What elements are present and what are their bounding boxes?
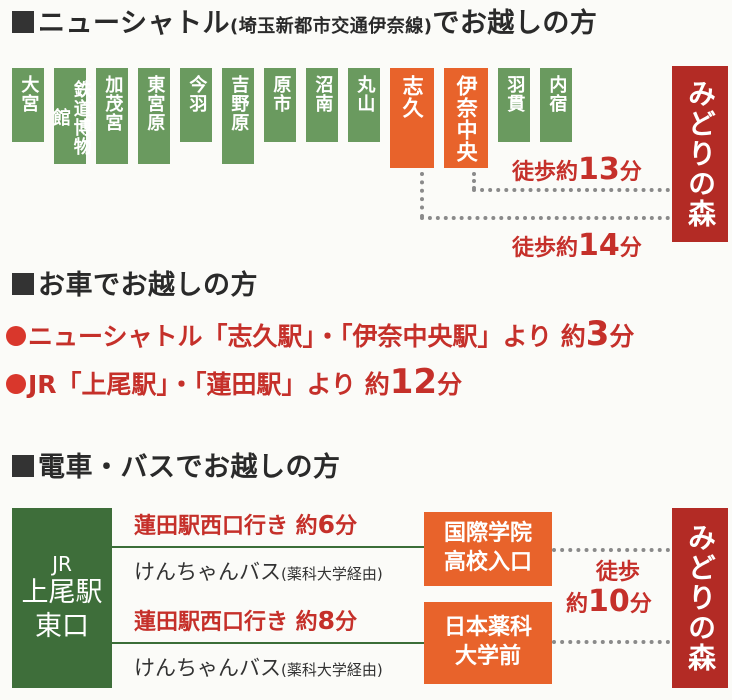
train-bus-heading: 電車・バスでお越しの方 xyxy=(12,454,341,481)
heading-square-icon xyxy=(12,455,34,477)
heading-square-icon xyxy=(12,11,34,33)
car-line-jr: JR「上尾駅」・「蓮田駅」より 約12分 xyxy=(6,362,462,402)
car-line-shuttle: ニューシャトル「志久駅」・「伊奈中央駅」より 約3分 xyxy=(6,314,634,354)
station-1: 大宮 xyxy=(12,68,44,142)
shuttle-heading-suffix: でお越しの方 xyxy=(432,8,598,39)
route-2-text: 蓮田駅西口行き 約 xyxy=(134,610,318,635)
car-heading: お車でお越しの方 xyxy=(12,272,258,299)
car-line-1-text: ニューシャトル「志久駅」・「伊奈中央駅」より 約 xyxy=(28,322,586,351)
red-bullet-icon xyxy=(6,374,26,394)
jr-station-name: 上尾駅 xyxy=(21,577,103,609)
walk-10-prefix: 約 xyxy=(566,592,589,618)
stop-1-line-2: 高校入口 xyxy=(443,550,532,575)
red-bullet-icon xyxy=(6,326,26,346)
walk-13-unit: 分 xyxy=(619,160,642,185)
dotted-line-stop-2 xyxy=(552,640,670,644)
stop-2-line-2: 大学前 xyxy=(454,644,521,669)
walk-10-line1: 徒歩 xyxy=(595,560,640,585)
route-1-bus-name: けんちゃんバス xyxy=(134,560,281,584)
dotted-connector-inachuo xyxy=(472,172,476,190)
bus-stop-kokusai-gakuin: 国際学院 高校入口 xyxy=(424,512,552,586)
car-line-2-unit: 分 xyxy=(437,370,463,399)
route-2-bus: けんちゃんバス(薬科大学経由) xyxy=(134,652,383,682)
station-7: 原市 xyxy=(264,68,296,142)
destination-box-bottom: みどりの森 xyxy=(672,508,728,688)
walk-14-num: 14 xyxy=(578,228,620,263)
route-1-text: 蓮田駅西口行き 約 xyxy=(134,514,318,539)
route-2-label: 蓮田駅西口行き 約8分 xyxy=(134,604,357,636)
station-5: 今羽 xyxy=(180,68,212,142)
station-13: 内宿 xyxy=(540,68,572,142)
walk-14-prefix: 徒歩約 xyxy=(512,236,579,261)
shuttle-heading: ニューシャトル(埼玉新都市交通伊奈線)でお越しの方 xyxy=(12,10,597,37)
station-2: 鉄道博物館 xyxy=(50,68,92,164)
train-bus-heading-title: 電車・バスでお越しの方 xyxy=(38,452,341,483)
station-9: 丸山 xyxy=(348,68,380,142)
route-1-line xyxy=(112,546,424,548)
walk-time-14: 徒歩約14分 xyxy=(512,228,642,263)
station-8: 沼南 xyxy=(306,68,338,142)
walk-13-prefix: 徒歩約 xyxy=(512,160,579,185)
station-12: 羽貫 xyxy=(498,68,530,142)
bus-stop-nihon-yakka: 日本薬科 大学前 xyxy=(424,602,552,684)
car-heading-title: お車でお越しの方 xyxy=(38,270,258,301)
station-6: 吉野原 xyxy=(222,68,254,164)
dotted-line-shiku xyxy=(420,216,670,220)
heading-square-icon xyxy=(12,273,34,295)
route-2-bus-note: (薬科大学経由) xyxy=(281,661,383,679)
route-2-unit: 分 xyxy=(335,610,358,635)
car-line-1-num: 3 xyxy=(585,314,610,354)
route-2-num: 8 xyxy=(317,606,336,635)
route-1-bus: けんちゃんバス(薬科大学経由) xyxy=(134,556,383,586)
walk-13-num: 13 xyxy=(578,152,620,187)
route-2-line xyxy=(112,642,424,644)
dotted-line-stop-1 xyxy=(552,548,670,552)
stop-2-line-1: 日本薬科 xyxy=(443,615,532,641)
jr-exit-name: 東口 xyxy=(35,611,89,642)
walk-time-10: 徒歩 約10分 xyxy=(566,560,652,620)
route-2-bus-name: けんちゃんバス xyxy=(134,656,281,680)
station-3: 加茂宮 xyxy=(96,68,128,164)
shuttle-heading-title: ニューシャトル xyxy=(38,8,230,39)
car-line-2-text: JR「上尾駅」・「蓮田駅」より 約 xyxy=(28,370,390,399)
route-1-label: 蓮田駅西口行き 約6分 xyxy=(134,508,357,540)
jr-label: JR xyxy=(52,552,72,577)
dotted-line-inachuo xyxy=(472,188,670,192)
station-4: 東宮原 xyxy=(138,68,170,164)
destination-box-top: みどりの森 xyxy=(672,66,728,242)
route-1-num: 6 xyxy=(317,510,336,539)
route-1-unit: 分 xyxy=(335,514,358,539)
stop-1-line-1: 国際学院 xyxy=(443,521,532,547)
car-line-1-unit: 分 xyxy=(609,322,635,351)
dotted-connector-shiku xyxy=(420,172,424,218)
walk-14-unit: 分 xyxy=(619,236,642,261)
walk-time-13: 徒歩約13分 xyxy=(512,152,642,187)
station-11: 伊奈中央 xyxy=(444,68,488,168)
walk-10-num: 10 xyxy=(588,584,630,620)
car-line-2-num: 12 xyxy=(389,362,438,402)
station-10: 志久 xyxy=(390,68,434,168)
jr-ageo-east-exit-box: JR 上尾駅 東口 xyxy=(12,508,112,688)
route-1-bus-note: (薬科大学経由) xyxy=(281,565,383,583)
shuttle-heading-subtitle: (埼玉新都市交通伊奈線) xyxy=(229,16,433,37)
walk-10-unit: 分 xyxy=(629,592,652,618)
